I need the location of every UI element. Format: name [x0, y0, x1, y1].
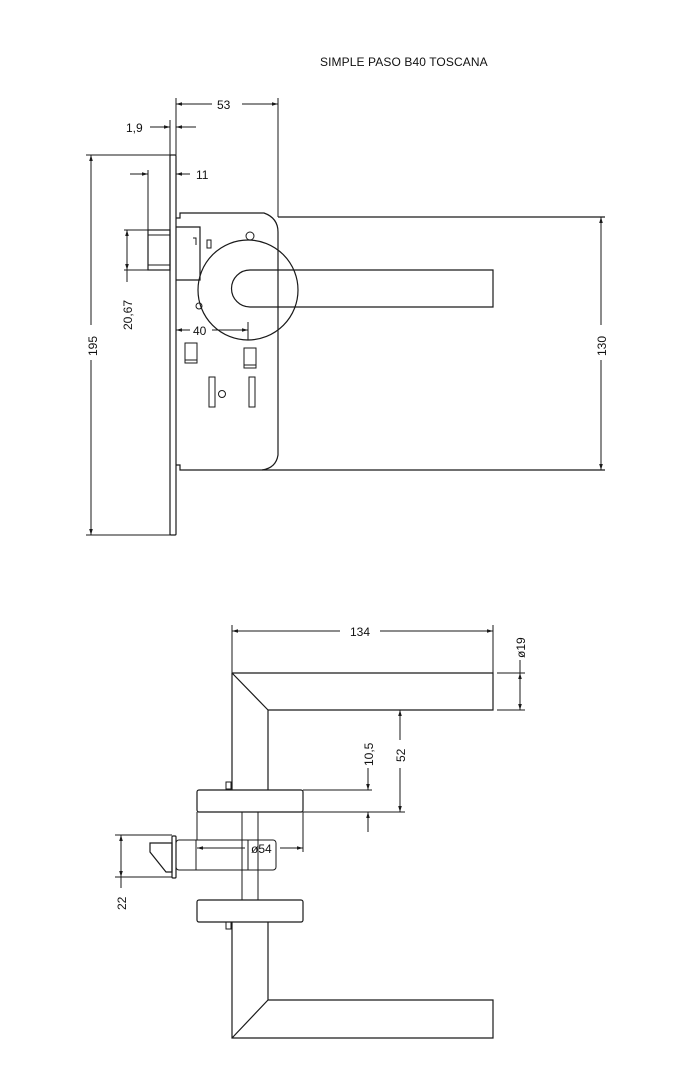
lower-rose	[196, 899, 304, 923]
lever-front	[230, 269, 494, 308]
dim-rose-diameter: ø54	[251, 842, 272, 856]
dim-spindle-distance: 40	[193, 324, 207, 338]
dim-backset: 53	[217, 98, 231, 112]
dim-faceplate-thickness: 1,9	[126, 121, 143, 135]
side-view: ø54 134 ø19 52 10,5 22	[115, 625, 528, 1039]
dim-latch-height: 20,67	[121, 300, 135, 330]
spindle	[241, 811, 259, 901]
dim-lever-height: 52	[394, 748, 408, 762]
dim-faceplate-height: 195	[86, 336, 100, 356]
lock-case	[176, 212, 279, 471]
upper-rose	[196, 789, 304, 813]
dim-rose-thickness: 10,5	[362, 742, 376, 766]
upper-lever	[231, 672, 494, 790]
dim-lever-length: 134	[350, 625, 370, 639]
latch-bolt	[147, 229, 171, 271]
drawing-title: SIMPLE PASO B40 TOSCANA	[320, 55, 488, 69]
dim-latch-width: 22	[115, 896, 129, 910]
lower-lever	[231, 922, 494, 1039]
latch-body	[175, 839, 277, 871]
front-view: 53 1,9 11 20,67 195 40 130	[86, 98, 609, 536]
dim-case-height: 130	[595, 336, 609, 356]
faceplate	[169, 154, 177, 536]
dim-latch-projection: 11	[196, 168, 209, 182]
dim-lever-diameter: ø19	[514, 637, 528, 658]
